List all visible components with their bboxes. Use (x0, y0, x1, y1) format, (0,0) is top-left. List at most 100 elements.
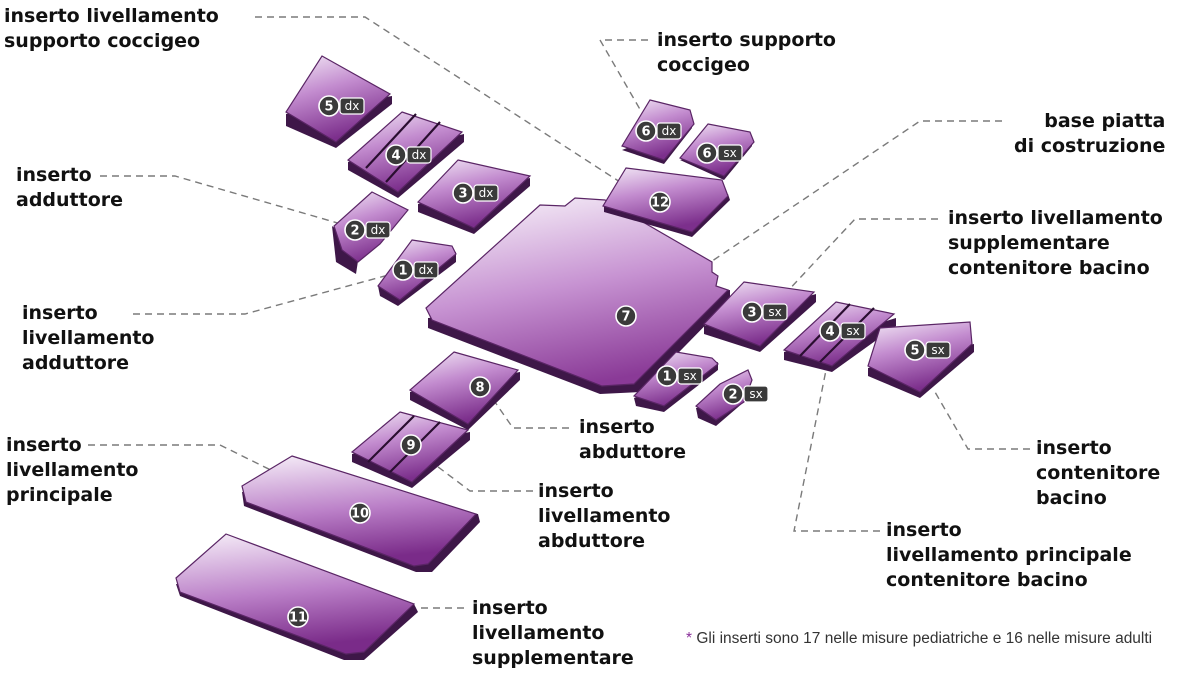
label-line: bacino (1036, 487, 1107, 509)
footnote: * Gli inserti sono 17 nelle misure pedia… (686, 630, 1152, 648)
leader-abduttore (487, 391, 569, 429)
label-line: livellamento (22, 327, 155, 349)
label-line: abduttore (579, 441, 687, 463)
label-supporto-coccigeo: inserto supporto coccigeo (657, 28, 836, 78)
badge-circle (349, 502, 371, 524)
piece-5-dx (285, 55, 392, 148)
badge-side-label: sx (723, 146, 736, 160)
label-line: contenitore bacino (948, 257, 1150, 279)
badge-side-box (406, 146, 432, 164)
label-line: inserto (886, 519, 962, 541)
leader-livellamento-adduttore (133, 273, 393, 315)
label-line: inserto (1036, 437, 1112, 459)
label-abduttore: inserto abduttore (579, 415, 686, 465)
label-line: di costruzione (1014, 135, 1166, 157)
badge-side-box (717, 144, 743, 162)
leader-livellamento-supplementare-bacino (769, 218, 938, 311)
badge-circle (635, 120, 657, 142)
label-line: contenitore (1036, 462, 1161, 484)
badge-number: 8 (475, 381, 484, 396)
label-line: supporto coccigeo (4, 30, 201, 52)
label-line: supplementare (948, 232, 1110, 254)
badge-number: 1 (398, 264, 407, 279)
label-livellamento-adduttore: inserto livellamento adduttore (22, 301, 155, 376)
label-line: inserto (16, 164, 92, 186)
badge-number: 3 (747, 306, 756, 321)
badge-side-label: dx (345, 99, 360, 113)
leader-adduttore (100, 175, 356, 229)
badge-side-box (840, 322, 866, 340)
badge-side-box (743, 385, 769, 403)
badge-4-dx: 4 dx (385, 144, 432, 166)
badge-number: 2 (728, 388, 737, 403)
label-livellamento-supplementare-bacino: inserto livellamento supplementare conte… (948, 206, 1163, 281)
piece-8 (408, 351, 520, 430)
label-line: inserto livellamento (948, 207, 1163, 229)
badge-circle (615, 305, 637, 327)
badge-side-box (762, 303, 788, 321)
badge-side-box (365, 221, 391, 239)
badge-circle (656, 365, 678, 387)
label-line: inserto (579, 416, 655, 438)
badge-number: 4 (825, 325, 834, 340)
label-line: inserto (6, 434, 82, 456)
badge-number: 2 (350, 224, 359, 239)
badge-2-dx: 2 dx (344, 219, 391, 241)
badge-7: 7 (615, 305, 637, 327)
badge-circle (400, 434, 422, 456)
badge-side-label: sx (846, 324, 859, 338)
label-adduttore: inserto adduttore (16, 163, 123, 213)
label-contenitore-bacino: inserto contenitore bacino (1036, 436, 1160, 511)
badge-side-box (339, 97, 365, 115)
badge-side-label: dx (412, 148, 427, 162)
badge-side-label: sx (749, 387, 762, 401)
badge-number: 10 (351, 507, 369, 522)
label-line: inserto supporto (657, 29, 836, 51)
badge-circle (469, 376, 491, 398)
badge-number: 7 (621, 310, 630, 325)
badge-number: 12 (651, 196, 669, 211)
label-line: adduttore (16, 189, 124, 211)
badge-3-dx: 3 dx (452, 182, 499, 204)
badge-side-label: dx (479, 186, 494, 200)
leader-contenitore-bacino (934, 391, 1030, 450)
label-line: base piatta (1044, 110, 1166, 132)
badge-circle (904, 339, 926, 361)
badge-8: 8 (469, 376, 491, 398)
badge-11: 11 (287, 606, 309, 628)
badge-number: 11 (289, 611, 307, 626)
label-livellamento-abduttore: inserto livellamento abduttore (538, 479, 671, 554)
label-line: principale (6, 484, 113, 506)
label-line: abduttore (538, 530, 646, 552)
piece-5-sx (867, 321, 974, 398)
badge-side-box (413, 261, 439, 279)
badge-side-box (925, 341, 951, 359)
badge-number: 9 (406, 439, 415, 454)
badge-side-label: dx (371, 223, 386, 237)
leader-base-piatta (631, 120, 1002, 316)
label-line: livellamento (6, 459, 139, 481)
badge-circle (452, 182, 474, 204)
label-line: inserto (22, 302, 98, 324)
footnote-text: Gli inserti sono 17 nelle misure pediatr… (696, 630, 1153, 647)
badge-circle (287, 606, 309, 628)
label-base-piatta: base piatta di costruzione (1014, 109, 1165, 159)
label-line: coccigeo (657, 54, 750, 76)
badge-12: 12 (649, 191, 671, 213)
badge-number: 4 (391, 149, 400, 164)
badge-circle (318, 95, 340, 117)
leader-livellamento-principale-bacino (793, 359, 880, 532)
badge-number: 6 (702, 147, 711, 162)
badge-number: 3 (458, 187, 467, 202)
label-livellamento-supporto-coccigeo: inserto livellamento supporto coccigeo (4, 4, 219, 54)
badge-9: 9 (400, 434, 422, 456)
badge-side-label: dx (419, 263, 434, 277)
label-livellamento-principale: inserto livellamento principale (6, 433, 139, 508)
label-line: livellamento (472, 622, 605, 644)
